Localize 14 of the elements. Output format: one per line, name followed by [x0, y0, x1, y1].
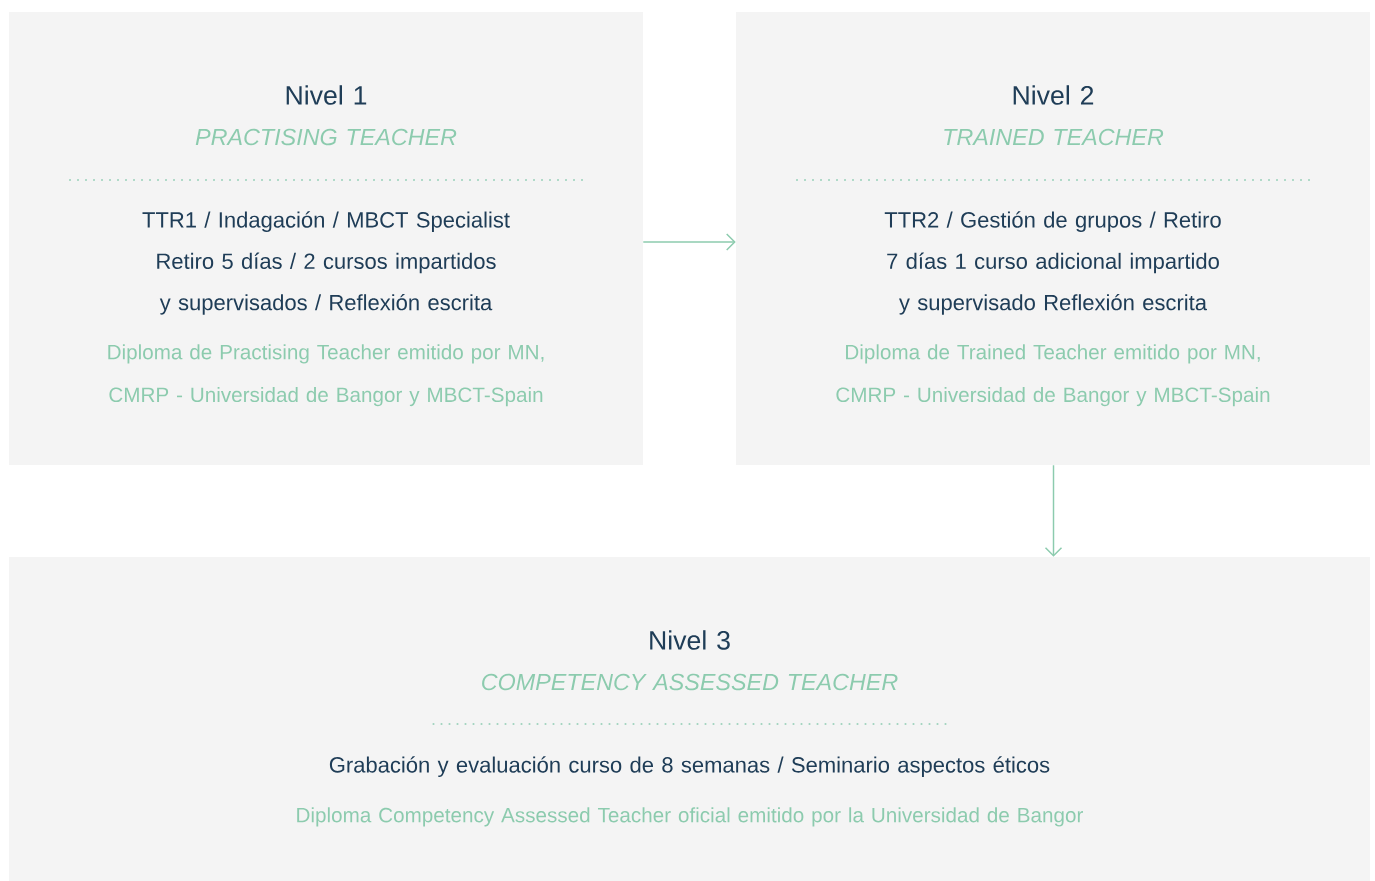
diploma-text: Diploma Competency Assessed Teacher oficial emitido por la Universidad de Bangor — [297, 807, 1083, 827]
diploma-text: Diploma de Trained Teacher emitido por MN, CMRP - Universidad de Bangor y MBCT-Spain — [836, 344, 1270, 407]
level-heading: Nivel 1 — [286, 85, 367, 105]
arrow — [1044, 464, 1063, 557]
level-subtitle: TRAINED TEACHER — [944, 128, 1164, 146]
diploma-text: Diploma de Practising Teacher emitido por MN, CMRP - Universidad de Bangor y MBCT-Spain — [108, 344, 544, 407]
requirements-text: Grabación y evaluación curso de 8 semanas / Seminario aspectos éticos — [329, 756, 1050, 777]
requirements-text: TTR1 / Indagación / MBCT Specialist Retiro 5 días / 2 cursos impartidos y supervisados / Reflexión escrita — [142, 211, 510, 315]
level-heading: Nivel 2 — [1013, 85, 1094, 105]
requirements-text: TTR2 / Gestión de grupos / Retiro 7 días 1 curso adicional impartido y supervisado Reflexión escrita — [884, 211, 1221, 315]
arrow — [642, 233, 736, 251]
level-heading: Nivel 3 — [650, 630, 730, 650]
level-subtitle: PRACTISING TEACHER — [195, 128, 457, 146]
level-subtitle: COMPETENCY ASSESSED TEACHER — [482, 673, 898, 691]
